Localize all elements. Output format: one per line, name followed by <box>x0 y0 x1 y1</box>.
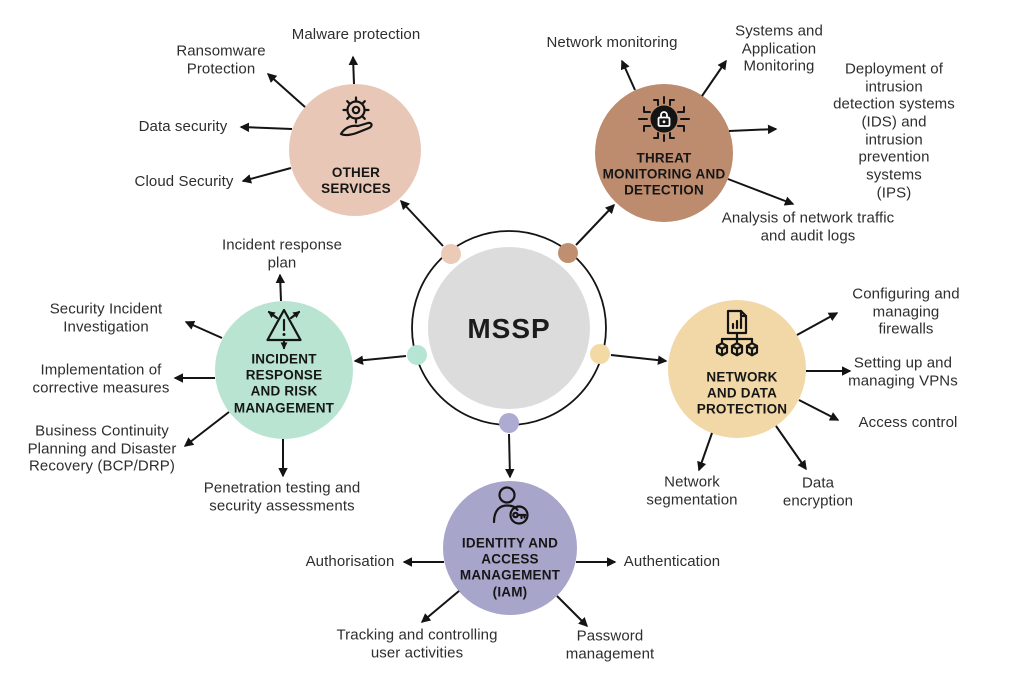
branch-label-systems-application-monitoring: Systems and Application Monitoring <box>735 22 823 75</box>
branch-label-corrective-measures: Implementation of corrective measures <box>32 361 170 396</box>
branch-label-incident-response-plan: Incident response plan <box>221 236 343 271</box>
branch-label-malware-protection: Malware protection <box>291 26 421 44</box>
arrow-ids-ips <box>728 124 778 135</box>
hub-connector-arrows <box>353 199 668 479</box>
node-circle-network-data-protection <box>668 300 806 438</box>
branch-label-security-incident-investigation: Security Incident Investigation <box>49 300 163 335</box>
node-title-iam: IDENTITY AND ACCESS MANAGEMENT (IAM) <box>459 535 561 600</box>
branch-label-access-control: Access control <box>858 414 958 432</box>
node-circle-other-services <box>289 84 421 216</box>
node-title-incident-response: INCIDENT RESPONSE AND RISK MANAGEMENT <box>233 351 335 416</box>
branch-label-ids-ips-deployment: Deployment of intrusion detection system… <box>833 60 955 202</box>
node-title-threat-monitoring: THREAT MONITORING AND DETECTION <box>602 150 726 199</box>
hub-title: MSSP <box>467 313 551 344</box>
branch-label-data-security: Data security <box>138 118 228 136</box>
arrow-traffic-analysis <box>727 178 795 206</box>
branch-label-network-monitoring: Network monitoring <box>546 34 678 52</box>
arrow-hub-incident <box>353 355 407 365</box>
arrow-firewalls <box>796 312 839 336</box>
arrow-ransomware <box>266 73 306 108</box>
branch-label-cloud-security: Cloud Security <box>134 173 234 191</box>
arrow-tracking <box>420 590 460 623</box>
branch-label-authentication: Authentication <box>623 553 721 571</box>
arrow-investigation <box>184 320 223 339</box>
node-circle-incident-response <box>215 301 353 439</box>
arrow-hub-network <box>610 354 668 365</box>
arrow-network-monitoring <box>620 59 636 91</box>
node-circle-iam <box>443 481 577 615</box>
arrow-cloud-security <box>241 167 292 184</box>
arrow-access-control <box>798 399 840 421</box>
arrow-hub-iam <box>505 433 515 479</box>
node-title-other-services: OTHER SERVICES <box>321 164 391 196</box>
branch-label-data-encryption: Data encryption <box>782 474 854 509</box>
ring-dot-threat-monitoring <box>558 243 578 263</box>
data-cubes-icon <box>715 309 759 357</box>
arrow-data-encryption <box>775 425 807 471</box>
arrow-password <box>556 595 589 628</box>
hub-circle <box>428 247 590 409</box>
node-title-network-data-protection: NETWORK AND DATA PROTECTION <box>696 369 788 418</box>
ring-dot-incident <box>407 345 427 365</box>
branch-arrows <box>173 55 852 628</box>
branch-label-tracking-user-activities: Tracking and controlling user activities <box>336 626 498 661</box>
branch-label-authorisation: Authorisation <box>305 553 395 571</box>
ring-dot-network-data <box>590 344 610 364</box>
risk-warning-icon <box>266 308 302 350</box>
node-circle-threat-monitoring <box>595 84 733 222</box>
branch-label-ransomware-protection: Ransomware Protection <box>176 42 266 77</box>
ring-dot-iam <box>499 413 519 433</box>
branch-label-network-segmentation: Network segmentation <box>646 473 738 508</box>
arrow-network-segmentation <box>697 432 713 472</box>
branch-label-bcp-drp: Business Continuity Planning and Disaste… <box>27 422 177 475</box>
ring-dot-other-services <box>441 244 461 264</box>
arrow-hub-other <box>400 199 444 247</box>
branch-label-penetration-testing: Penetration testing and security assessm… <box>203 479 361 514</box>
user-key-icon <box>492 486 529 525</box>
arrow-systems-monitoring <box>701 59 727 97</box>
gear-hand-icon <box>339 96 373 137</box>
branch-label-password-management: Password management <box>565 627 655 662</box>
branch-label-configuring-firewalls: Configuring and managing firewalls <box>852 285 960 338</box>
arrow-bcp-drp <box>183 411 230 447</box>
circuit-lock-icon <box>638 96 690 142</box>
arrow-malware <box>348 55 359 85</box>
branch-label-managing-vpns: Setting up and managing VPNs <box>848 354 958 389</box>
arrow-hub-threat <box>575 203 615 246</box>
arrow-incident-plan <box>275 273 286 302</box>
branch-label-traffic-audit-analysis: Analysis of network traffic and audit lo… <box>721 209 895 244</box>
arrow-data-security <box>239 122 293 133</box>
